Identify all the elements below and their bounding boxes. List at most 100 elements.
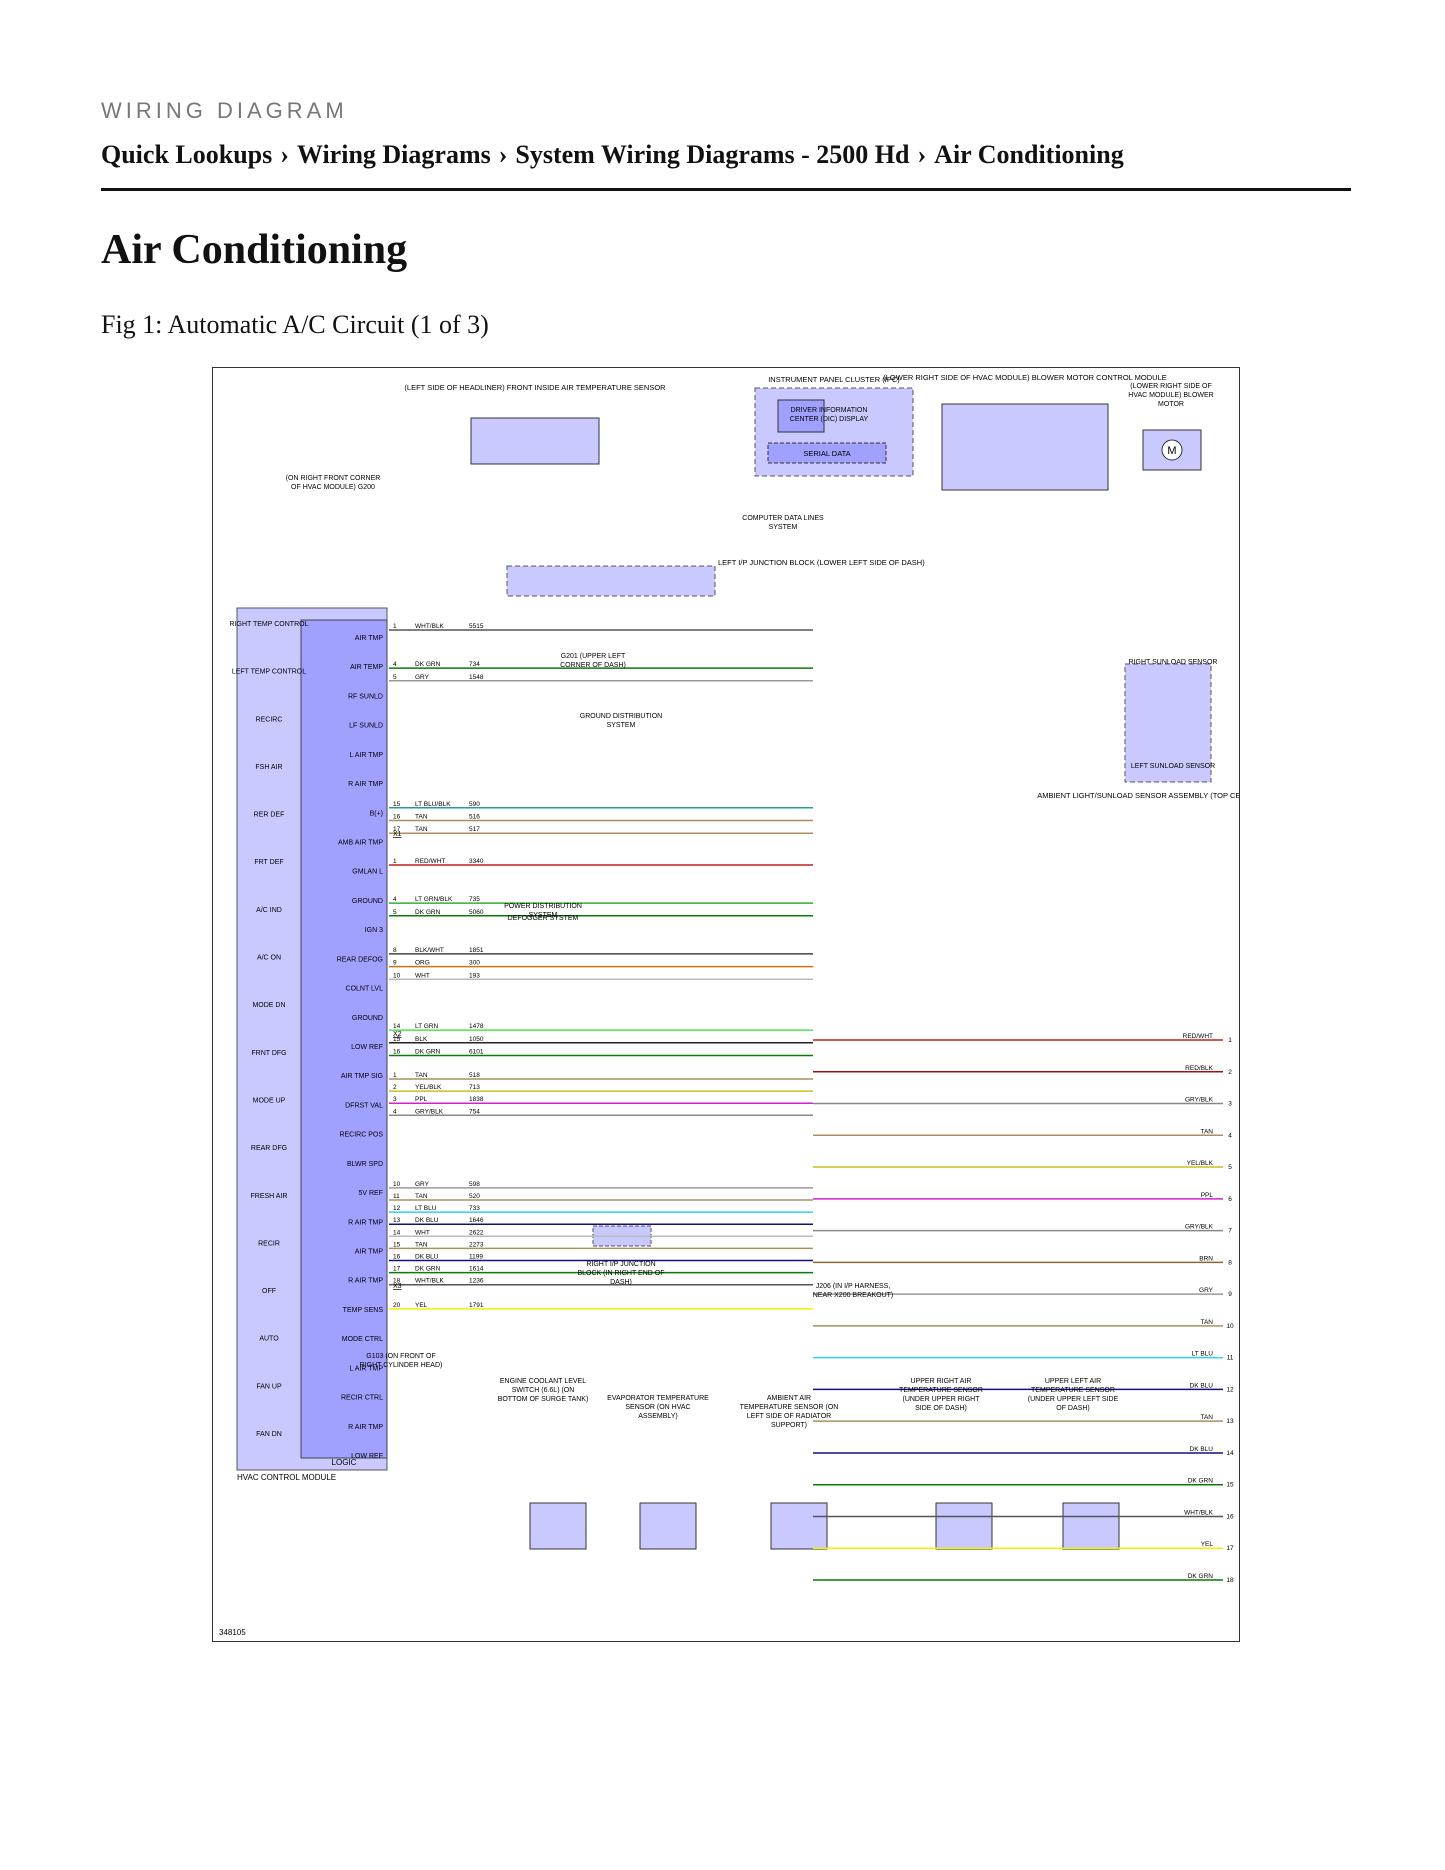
motor-icon-glyph: M: [1167, 445, 1176, 457]
breadcrumb: Quick Lookups › Wiring Diagrams › System…: [101, 140, 1124, 170]
wire-pin-number: 16: [393, 1049, 401, 1056]
inside-air-sensor-box: [470, 417, 600, 465]
wire-pin-number: 3: [393, 1096, 397, 1103]
module-pin-label: RECIR CTRL: [341, 1395, 383, 1402]
breadcrumb-quick-lookups[interactable]: Quick Lookups: [101, 140, 273, 169]
module-pin-label: RF SUNLD: [348, 693, 383, 700]
edge-wire-color: TAN: [1200, 1319, 1213, 1326]
module-pin-label: B(+): [370, 810, 383, 817]
edge-wire-number: 1: [1228, 1037, 1232, 1044]
figure-id: 348105: [219, 1628, 246, 1637]
wire-circuit-number: 2273: [469, 1241, 484, 1248]
wire-color-label: BLK/WHT: [415, 947, 444, 954]
switch-label: FAN DN: [256, 1431, 282, 1438]
wire-color-label: LT BLU/BLK: [415, 801, 451, 808]
component-label: J206 (IN I/P HARNESS,NEAR X200 BREAKOUT): [813, 1283, 894, 1299]
wire-circuit-number: 5060: [469, 909, 484, 916]
edge-wire-number: 11: [1227, 1355, 1234, 1362]
edge-wire-color: DK GRN: [1188, 1478, 1214, 1485]
wire-pin-number: 17: [393, 1266, 401, 1273]
module-pin-label: LOW REF: [351, 1044, 383, 1051]
edge-wire-color: GRY/BLK: [1185, 1224, 1214, 1231]
wire-pin-number: 10: [393, 1181, 401, 1188]
wire-color-label: GRY: [415, 1181, 430, 1188]
wire-circuit-number: 1478: [469, 1023, 484, 1030]
switch-label: REAR DFG: [251, 1145, 287, 1152]
wire-circuit-number: 3340: [469, 858, 484, 865]
wire-pin-number: 1: [393, 858, 397, 865]
wire-color-label: WHT: [415, 972, 430, 979]
wiring-diagram: LOGIC HVAC CONTROL MODULE 348105 (LEFT S…: [212, 367, 1299, 1642]
connector-label: X1: [393, 831, 402, 838]
edge-wire-number: 15: [1226, 1482, 1234, 1489]
wire-circuit-number: 1548: [469, 674, 484, 681]
module-pin-label: R AIR TMP: [348, 1219, 383, 1226]
wire-pin-number: 14: [393, 1023, 401, 1030]
motor-icon: [1161, 439, 1183, 461]
module-pin-label: REAR DEFOG: [337, 956, 383, 963]
document-eyebrow: WIRING DIAGRAM: [101, 98, 348, 123]
switch-label: LEFT TEMP CONTROL: [232, 669, 306, 676]
wire-pin-number: 16: [393, 814, 401, 821]
edge-wire-color: DK BLU: [1190, 1382, 1214, 1389]
module-pin-label: IGN 3: [365, 927, 383, 934]
wire-circuit-number: 1614: [469, 1266, 484, 1273]
ambient-sensor-box: [770, 1502, 828, 1550]
wire-color-label: WHT/BLK: [415, 623, 445, 630]
wire-pin-number: 17: [393, 826, 401, 833]
wire-circuit-number: 1050: [469, 1036, 484, 1043]
edge-wire-number: 3: [1228, 1101, 1232, 1108]
wire-pin-number: 15: [393, 801, 401, 808]
edge-wire-color: PPL: [1201, 1192, 1214, 1199]
edge-wire-color: RED/WHT: [1183, 1033, 1213, 1040]
edge-wire-color: DK BLU: [1190, 1446, 1214, 1453]
wire-pin-number: 9: [393, 960, 397, 967]
breadcrumb-air-conditioning[interactable]: Air Conditioning: [934, 140, 1124, 169]
figure-caption: Fig 1: Automatic A/C Circuit (1 of 3): [101, 310, 489, 339]
wire-color-label: DK BLU: [415, 1217, 439, 1224]
dic-display: [777, 399, 825, 433]
edge-wire-number: 10: [1226, 1323, 1234, 1330]
edge-wire-number: 17: [1226, 1545, 1234, 1552]
edge-wire-number: 13: [1226, 1418, 1234, 1425]
edge-wire-color: WHT/BLK: [1184, 1509, 1214, 1516]
module-pin-label: L AIR TMP: [350, 1365, 384, 1372]
wire-pin-number: 15: [393, 1036, 401, 1043]
wire-pin-number: 10: [393, 972, 401, 979]
switch-label: A/C ON: [257, 955, 281, 962]
wire-pin-number: 2: [393, 1084, 397, 1091]
module-pin-label: 5V REF: [358, 1190, 383, 1197]
right-edge-wire-labels: RED/WHT1RED/BLK2GRY/BLK3TAN4YEL/BLK5PPL6…: [813, 1033, 1234, 1584]
wire-circuit-number: 516: [469, 814, 480, 821]
sunload-assembly-box: [1124, 663, 1212, 783]
switch-label: RER DEF: [254, 812, 285, 819]
wire-circuit-number: 300: [469, 960, 480, 967]
wire-circuit-number: 6101: [469, 1049, 484, 1056]
wire-color-label: GRY: [415, 674, 430, 681]
breadcrumb-wiring-diagrams[interactable]: Wiring Diagrams: [296, 140, 491, 169]
wire-pin-number: 14: [393, 1229, 401, 1236]
upper-right-sensor-box: [935, 1502, 993, 1550]
wire-pin-number: 4: [393, 896, 397, 903]
wire-color-label: TAN: [415, 826, 428, 833]
wire-pin-number: 20: [393, 1302, 401, 1309]
edge-wire-color: LT BLU: [1192, 1351, 1214, 1358]
wire-circuit-number: 1791: [469, 1302, 484, 1309]
wire-circuit-number: 1851: [469, 947, 484, 954]
coolant-switch-box: [529, 1502, 587, 1550]
switch-label: FRESH AIR: [251, 1193, 288, 1200]
wire-color-label: RED/WHT: [415, 858, 445, 865]
edge-wire-number: 8: [1228, 1259, 1232, 1266]
component-label: DEFOGGER SYSTEM: [508, 915, 579, 922]
breadcrumb-system-wiring[interactable]: System Wiring Diagrams - 2500 Hd: [515, 140, 910, 169]
wire-pin-number: 11: [393, 1193, 400, 1200]
edge-wire-number: 18: [1226, 1577, 1234, 1584]
switch-label: FAN UP: [256, 1383, 282, 1390]
